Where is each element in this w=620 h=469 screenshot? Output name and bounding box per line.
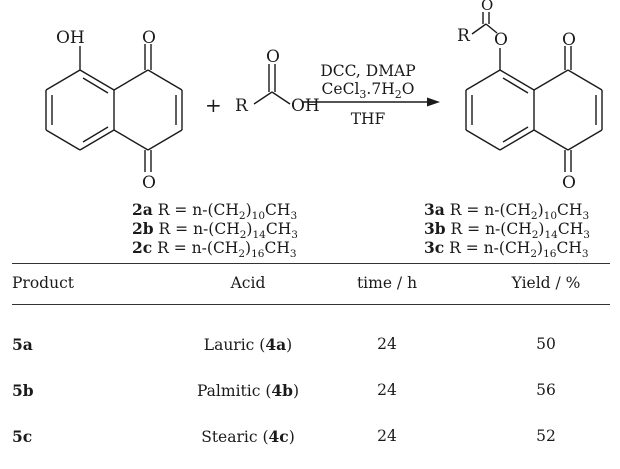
row-acid: Lauric (4a) (203, 335, 293, 354)
row-acid: Stearic (4c) (201, 427, 295, 446)
reactant-juglone-structure (45, 44, 183, 172)
acid-oh-label: OH (291, 96, 320, 116)
row-acid: Palmitic (4b) (196, 381, 300, 400)
acid-r-group-list: 2a R = n-(CH2)10CH3 2b R = n-(CH2)14CH3 … (132, 200, 298, 260)
acid-r-label: R (235, 96, 249, 116)
header-acid: Acid (230, 274, 266, 292)
product-entry: 3a R = n-(CH2)10CH3 (424, 200, 589, 222)
row-product: 5b (12, 381, 34, 400)
carbonyl-o-top-label: O (142, 28, 156, 48)
ester-r-label: R (457, 26, 471, 46)
reaction-arrow (302, 97, 440, 107)
row-yield: 56 (536, 381, 556, 399)
product-entry: 3b R = n-(CH2)14CH3 (424, 219, 590, 241)
table-top-rule (12, 263, 610, 264)
conditions-catalyst: CeCl3.7H2O (322, 80, 415, 101)
row-product: 5a (12, 335, 33, 354)
row-time: 24 (377, 381, 397, 399)
acid-entry: 2b R = n-(CH2)14CH3 (132, 219, 298, 241)
product-entry: 3c R = n-(CH2)16CH3 (424, 238, 589, 260)
table-header-rule (12, 304, 610, 305)
header-product: Product (12, 274, 74, 292)
header-yield: Yield / % (511, 274, 581, 292)
product-ester-structure (465, 12, 603, 172)
hydroxyl-label: OH (56, 28, 85, 48)
plus-sign: + (205, 93, 222, 117)
conditions-solvent: THF (351, 110, 386, 128)
ester-carbonyl-o-label: O (481, 0, 493, 14)
product-r-group-list: 3a R = n-(CH2)10CH3 3b R = n-(CH2)14CH3 … (424, 200, 590, 260)
header-time: time / h (356, 274, 418, 292)
product-o-top-label: O (562, 30, 576, 50)
row-product: 5c (12, 427, 33, 446)
carboxylic-acid-structure (253, 64, 291, 105)
product-o-bottom-label: O (562, 173, 576, 193)
carbonyl-o-bottom-label: O (142, 173, 156, 193)
row-yield: 52 (536, 427, 556, 445)
ester-oxygen-label: O (494, 30, 508, 50)
conditions-reagents: DCC, DMAP (320, 62, 415, 80)
reaction-scheme: OH O O + R O OH DCC, DMAP CeCl3.7H2O THF (45, 0, 603, 260)
acid-entry: 2c R = n-(CH2)16CH3 (132, 238, 297, 260)
row-time: 24 (377, 335, 397, 353)
row-yield: 50 (536, 335, 556, 353)
acid-entry: 2a R = n-(CH2)10CH3 (132, 200, 297, 222)
row-time: 24 (377, 427, 397, 445)
acid-carbonyl-o-label: O (266, 47, 280, 67)
